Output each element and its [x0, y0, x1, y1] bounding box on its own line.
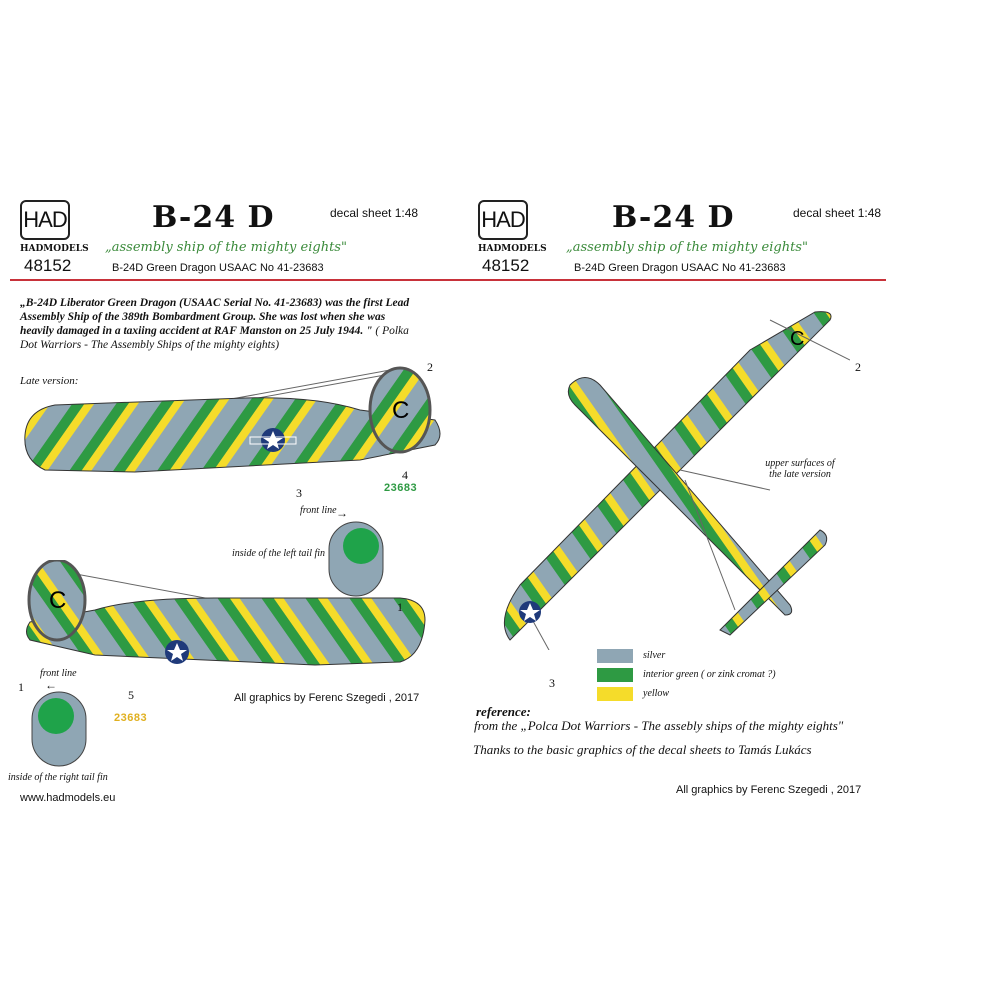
scale-label: decal sheet 1:48 [793, 206, 882, 220]
intro-text: „B-24D Liberator Green Dragon (USAAC Ser… [20, 296, 420, 352]
subtitle: B-24D Green Dragon USAAC No 41-23683 [112, 262, 324, 274]
side-view-left: C [24, 366, 441, 473]
product-code: 48152 [482, 256, 530, 275]
plan-caption: upper surfaces of the late version [765, 458, 835, 480]
intro-quote: „B-24D Liberator Green Dragon (USAAC Ser… [20, 297, 410, 337]
plan-view: C [503, 311, 850, 650]
left-fin-diagram [328, 521, 384, 597]
had-logo: HAD [20, 200, 70, 240]
subtitle: B-24D Green Dragon USAAC No 41-23683 [574, 262, 786, 274]
product-code: 48152 [24, 256, 72, 275]
legend-label: yellow [643, 688, 670, 699]
callout-2: 2 [427, 360, 433, 374]
credit: All graphics by Ferenc Szegedi , 2017 [234, 692, 420, 704]
side-view-right: C [26, 560, 426, 666]
footer-credit: All graphics by Ferenc Szegedi , 2017 [676, 784, 862, 796]
thanks-text: Thanks to the basic graphics of the deca… [473, 742, 812, 757]
had-logo: HAD [478, 200, 528, 240]
header-divider [10, 279, 886, 281]
swatch-green [597, 667, 633, 682]
arrow-left-icon: ← [45, 678, 57, 692]
reference-source: from the „Polca Dot Warriors - The asseb… [474, 718, 844, 733]
legend-item: interior green ( or zink cromat ?) [597, 665, 776, 684]
right-fin-diagram [31, 691, 87, 767]
swatch-silver [597, 648, 633, 663]
late-version-label: Late version: [20, 375, 79, 387]
callout-1: 1 [18, 680, 24, 694]
swatch-yellow [597, 686, 633, 701]
legend-item: yellow [597, 684, 776, 703]
intro-source: ( Polka Dot Warriors - The Assembly Ship… [20, 325, 409, 351]
serial-decal: 23683 [384, 482, 418, 494]
legend-item: silver [597, 646, 776, 665]
left-fin-label: inside of the left tail fin [232, 548, 326, 559]
arrow-right-icon: → [336, 506, 348, 520]
website-link[interactable]: www.hadmodels.eu [20, 792, 116, 804]
tail-letter: C [392, 397, 409, 424]
header-left: HAD HADMODELS 48152 [20, 200, 89, 276]
color-legend: silver interior green ( or zink cromat ?… [597, 646, 776, 703]
reference-heading: reference: [476, 704, 531, 719]
callout-2: 2 [855, 360, 861, 374]
brand-name: HADMODELS [20, 244, 89, 254]
legend-label: silver [643, 650, 666, 661]
brand-name: HADMODELS [478, 244, 547, 254]
page-title: B-24 D [152, 200, 275, 235]
page-title: B-24 D [612, 200, 735, 235]
callout-4: 4 [402, 468, 408, 482]
tail-letter: C [49, 587, 66, 614]
scale-label: decal sheet 1:48 [330, 206, 419, 220]
callout-5: 5 [128, 688, 134, 702]
callout-3: 3 [296, 486, 302, 500]
front-line-label: front line [40, 668, 77, 679]
front-line-label: front line [300, 505, 337, 516]
right-fin-label: inside of the right tail fin [8, 772, 108, 783]
tail-letter: C [790, 328, 804, 350]
callout-1: 1 [397, 600, 403, 614]
serial-decal: 23683 [114, 712, 148, 724]
callout-3: 3 [549, 676, 555, 690]
legend-label: interior green ( or zink cromat ?) [643, 669, 776, 680]
header-right: HAD HADMODELS 48152 [478, 200, 547, 276]
motto: „assembly ship of the mighty eights" [105, 240, 347, 255]
motto: „assembly ship of the mighty eights" [566, 240, 808, 255]
